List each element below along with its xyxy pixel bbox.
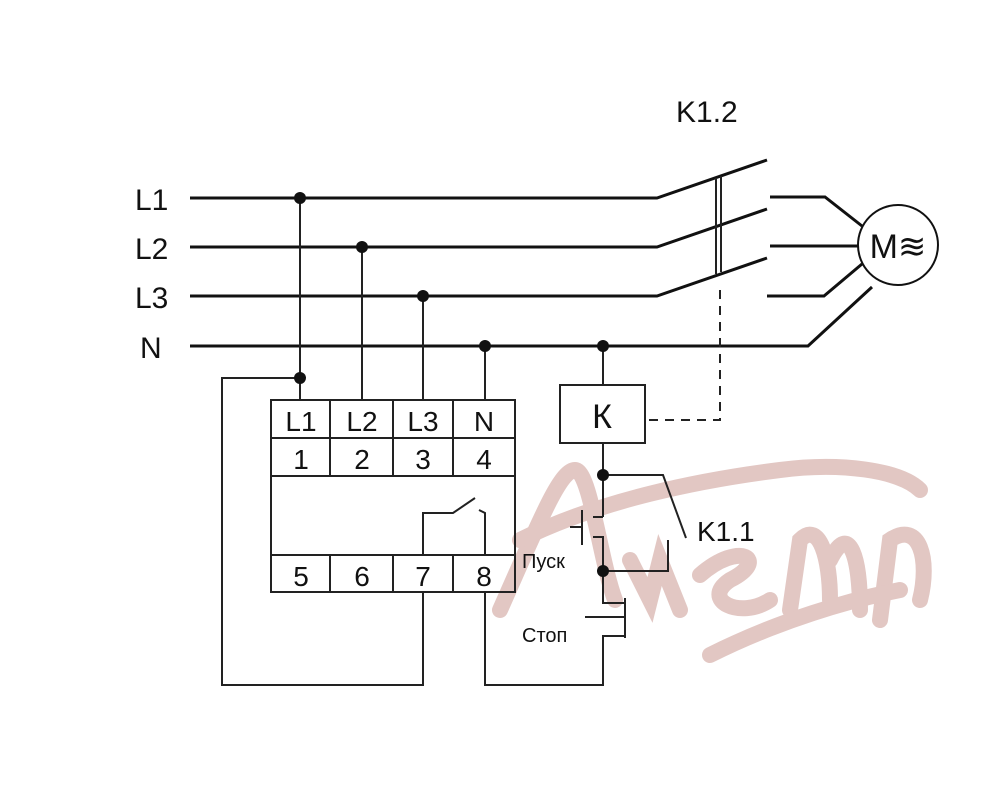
terminal-6: 6 <box>354 561 370 592</box>
stop-button-label: Стоп <box>522 625 567 647</box>
coil-label: К <box>592 398 612 436</box>
label-k1-2: K1.2 <box>676 96 738 129</box>
terminal-8: 8 <box>476 561 492 592</box>
relay-label-l2: L2 <box>346 406 377 437</box>
relay-label-l3: L3 <box>407 406 438 437</box>
label-l2: L2 <box>135 233 168 266</box>
terminal-7: 7 <box>415 561 431 592</box>
terminal-3: 3 <box>415 444 431 475</box>
motor-label: M≋ <box>870 228 927 266</box>
power-lines <box>190 158 874 421</box>
phase-relay: L1 L2 L3 N 1 2 3 4 5 6 7 8 <box>270 399 516 593</box>
control-wiring <box>221 198 687 686</box>
terminal-5: 5 <box>293 561 309 592</box>
relay-label-l1: L1 <box>285 406 316 437</box>
terminal-1: 1 <box>293 444 309 475</box>
label-l3: L3 <box>135 282 168 315</box>
motor: M≋ <box>857 204 939 286</box>
terminal-2: 2 <box>354 444 370 475</box>
label-n: N <box>140 332 162 365</box>
terminal-4: 4 <box>476 444 492 475</box>
start-button-label: Пуск <box>522 551 565 573</box>
label-l1: L1 <box>135 184 168 217</box>
junction-dots <box>294 192 609 577</box>
label-k1-1: K1.1 <box>697 516 755 547</box>
relay-label-n: N <box>474 406 494 437</box>
contactor-coil: К <box>559 384 646 444</box>
